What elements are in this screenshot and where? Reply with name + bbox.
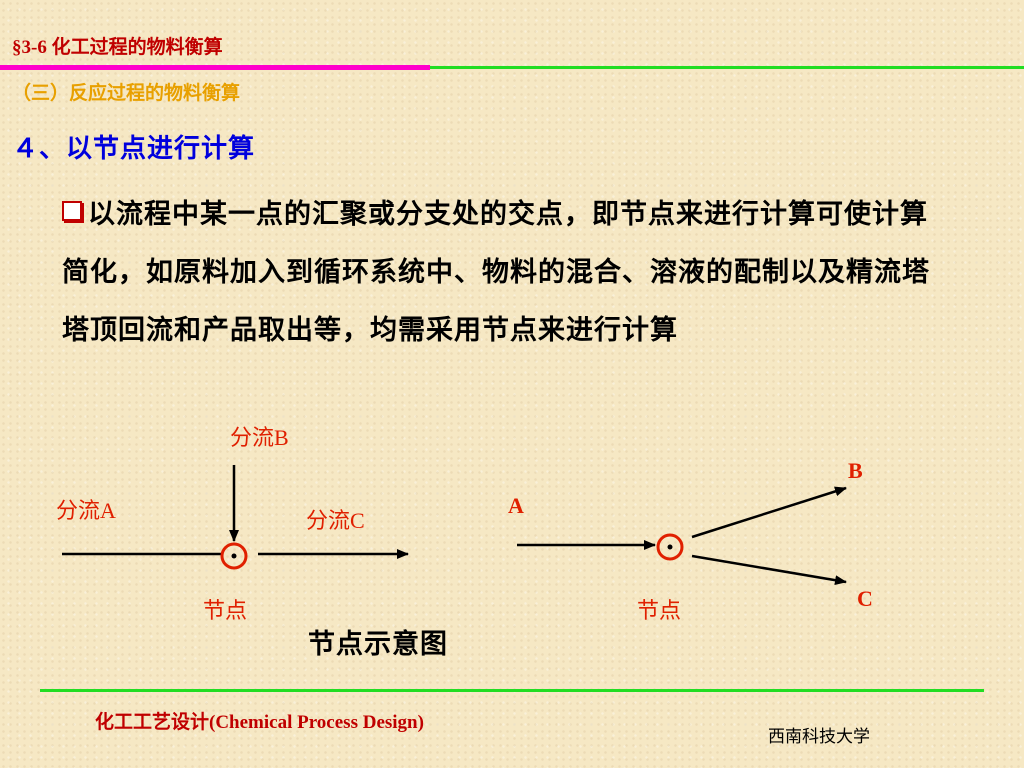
right-node-label: 节点 [637, 598, 682, 623]
right-stream-a-label: A [508, 493, 524, 518]
left-node-dot [231, 553, 237, 559]
left-stream-b-label: 分流B [230, 425, 289, 450]
left-stream-c-label: 分流C [306, 508, 365, 533]
diagram-caption: 节点示意图 [308, 629, 448, 660]
right-node-icon [656, 533, 684, 561]
footer-divider [40, 689, 984, 692]
left-node-icon [220, 542, 248, 570]
header-divider-pink [0, 65, 430, 70]
right-stream-b-arrow [691, 486, 847, 539]
left-node-label: 节点 [203, 598, 248, 623]
content-paragraph: 以流程中某一点的汇聚或分支处的交点，即节点来进行计算可使计算简化，如原料加入到循… [62, 186, 932, 360]
right-node-dot [667, 544, 673, 550]
subsection-title: （三）反应过程的物料衡算 [12, 82, 241, 104]
header-divider-green [430, 66, 1024, 69]
section-title: §3-6 化工过程的物料衡算 [12, 37, 223, 58]
right-stream-c-label: C [857, 586, 873, 611]
content-heading: ４、以节点进行计算 [12, 134, 256, 164]
left-stream-a-label: 分流A [56, 498, 116, 523]
paragraph-text: 以流程中某一点的汇聚或分支处的交点，即节点来进行计算可使计算简化，如原料加入到循… [62, 199, 930, 346]
right-stream-c-arrow [691, 554, 847, 586]
right-stream-b-label: B [848, 458, 863, 483]
checkbox-bullet-icon [62, 201, 82, 221]
footer-course-title: 化工工艺设计(Chemical Process Design) [95, 712, 424, 733]
footer-university: 西南科技大学 [768, 727, 870, 747]
